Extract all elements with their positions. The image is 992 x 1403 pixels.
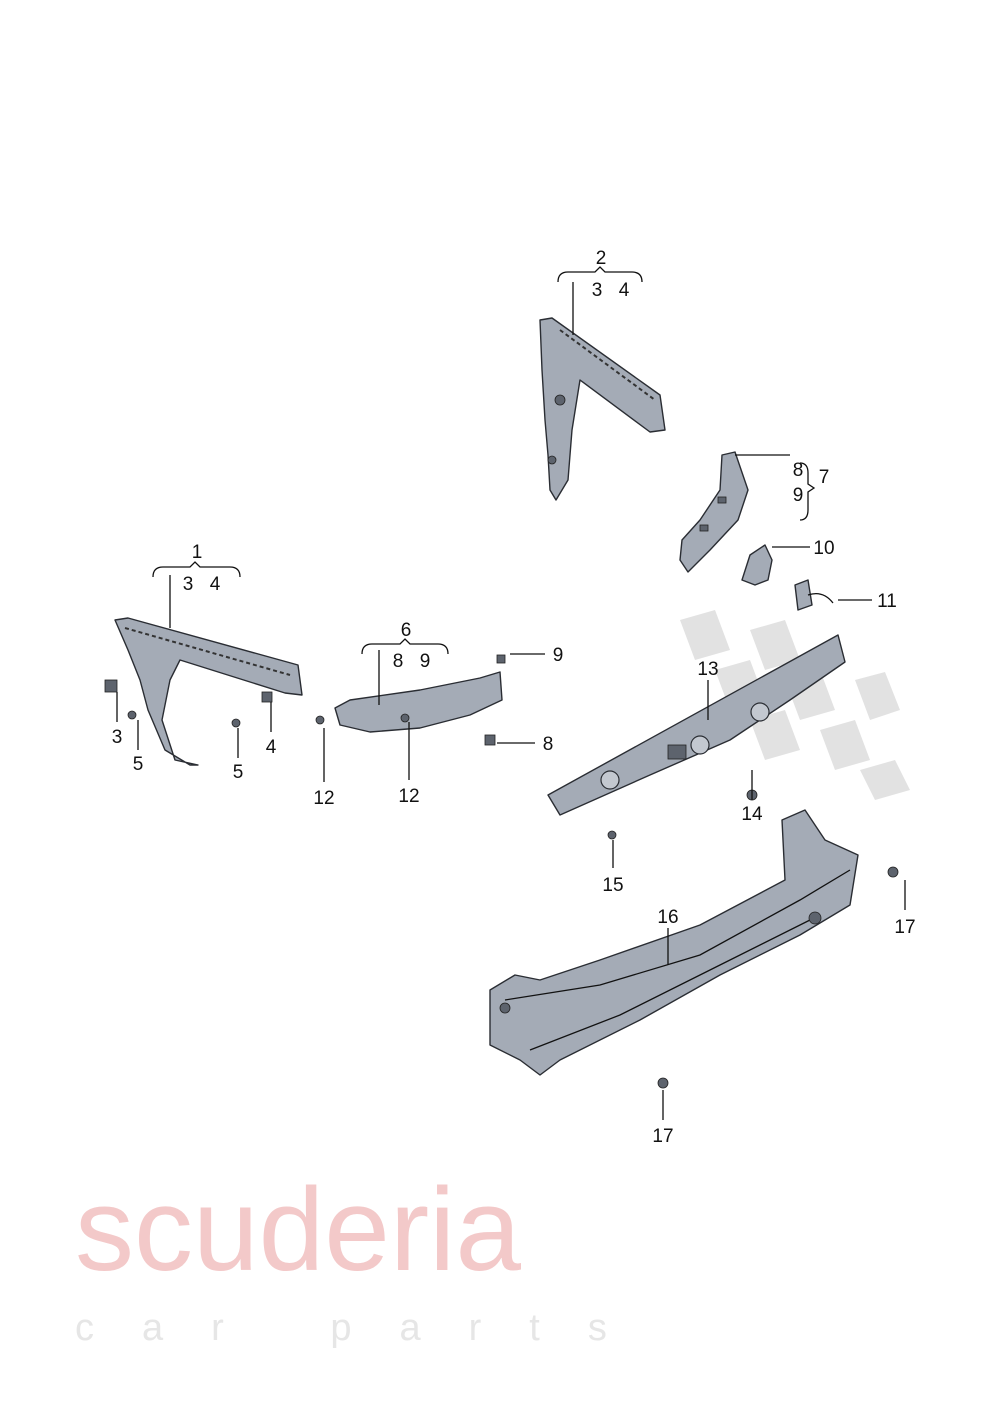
part-11-bracket [794, 579, 834, 611]
callout-16: 16 [657, 907, 678, 928]
callout-13: 13 [697, 659, 718, 680]
callout-labels: 2 3 4 1 3 4 6 8 9 8 7 9 10 11 9 8 3 5 5 … [112, 248, 916, 1147]
callout-6-9: 9 [420, 651, 431, 672]
callout-11: 11 [877, 591, 897, 612]
callout-3: 3 [112, 727, 123, 748]
callout-2-3: 3 [592, 280, 603, 301]
callout-12a: 12 [313, 788, 334, 809]
part-7-guide [679, 451, 749, 573]
callout-6: 6 [401, 620, 412, 641]
callout-1-3: 3 [183, 574, 194, 595]
part-10-clip [741, 544, 773, 586]
part-2-bracket [539, 317, 666, 501]
callout-17b: 17 [652, 1126, 673, 1147]
callout-7-8: 8 [793, 460, 804, 481]
callout-14: 14 [741, 804, 763, 825]
callout-4: 4 [266, 737, 277, 758]
callout-8: 8 [543, 734, 554, 755]
callout-5b: 5 [233, 762, 244, 783]
callout-6-8: 8 [393, 651, 404, 672]
part-1-bracket [104, 617, 303, 766]
watermark: scuderia car parts [75, 610, 910, 1349]
callout-7: 7 [819, 467, 830, 488]
part-6-guide [315, 654, 506, 746]
callout-2: 2 [596, 248, 607, 269]
callout-5a: 5 [133, 754, 144, 775]
part-13-carrier [547, 634, 846, 840]
callout-7-9: 9 [793, 485, 804, 506]
callout-9: 9 [553, 645, 564, 666]
callout-2-4: 4 [619, 280, 630, 301]
callout-1-4: 4 [210, 574, 221, 595]
callout-10: 10 [813, 538, 834, 559]
callout-12b: 12 [398, 786, 419, 807]
part-16-impact-beam [489, 809, 899, 1089]
callout-1: 1 [192, 542, 203, 563]
callout-17a: 17 [894, 917, 915, 938]
callout-15: 15 [602, 875, 623, 896]
leader-lines [116, 266, 906, 1120]
watermark-sub: car parts [75, 1307, 655, 1349]
watermark-brand: scuderia [75, 1164, 521, 1296]
